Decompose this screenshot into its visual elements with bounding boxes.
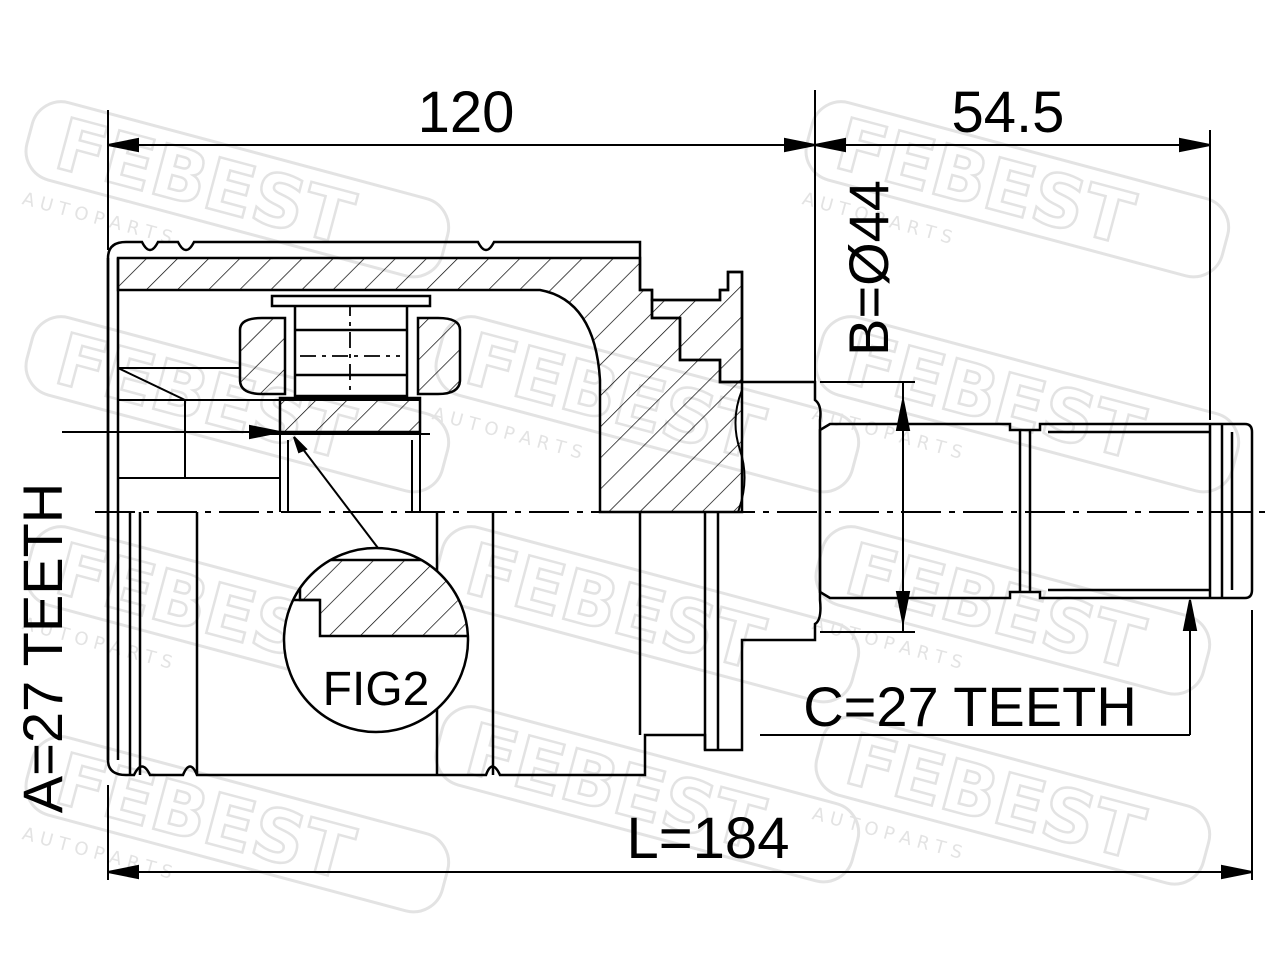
fig2-detail: FIG2 (282, 436, 470, 734)
watermark-logo: FEBEST (837, 527, 1152, 687)
break-line (734, 389, 746, 513)
fig2-leader-arrow (293, 436, 308, 454)
dimension-shaft-diameter: B=Ø44 (837, 180, 900, 356)
watermark-logo: FEBEST (47, 102, 362, 262)
fig2-leader (295, 439, 379, 549)
drive-shaft (818, 422, 1254, 600)
dimension-lines (62, 90, 1253, 880)
tripod-roller (238, 294, 462, 435)
dimension-shaft-teeth: C=27 TEETH (803, 675, 1137, 738)
fig2-label: FIG2 (323, 663, 430, 716)
shaft-collar-hatch (650, 270, 744, 384)
dimension-120: 120 (418, 80, 515, 145)
watermark-logo: FEBEST (837, 717, 1152, 877)
joint-housing (106, 240, 822, 777)
dimension-54-5: 54.5 (952, 80, 1065, 145)
watermark-logo: FEBEST (457, 527, 772, 687)
dimension-length-total: L=184 (627, 806, 790, 871)
dimension-inner-teeth: A=27 TEETH (11, 483, 74, 813)
